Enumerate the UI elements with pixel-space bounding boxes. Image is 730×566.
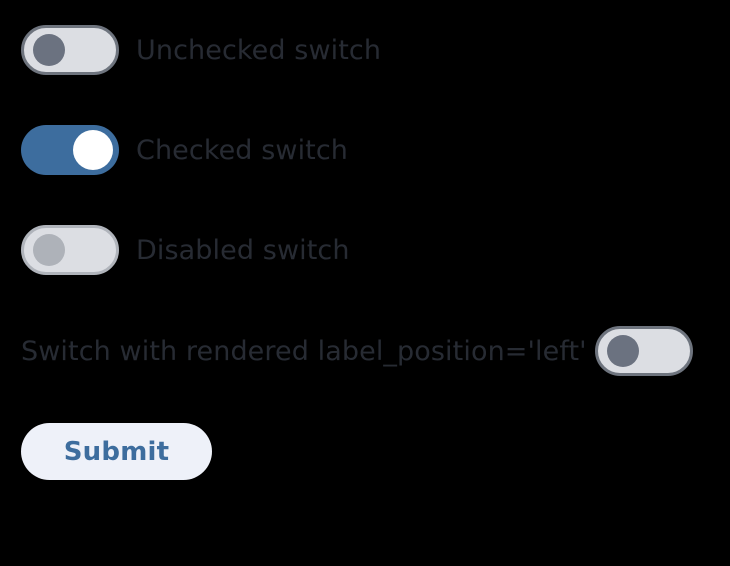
disabled-switch-label: Disabled switch — [136, 234, 350, 266]
switch-row-unchecked: Unchecked switch — [21, 25, 381, 75]
checked-switch-label: Checked switch — [136, 134, 349, 166]
switch-knob-icon — [73, 130, 113, 170]
switch-knob-icon — [606, 335, 639, 367]
left-label-switch-label: Switch with rendered label_position='lef… — [21, 335, 587, 367]
checked-switch[interactable] — [21, 125, 119, 175]
submit-button[interactable]: Submit — [21, 423, 212, 480]
switch-row-checked: Checked switch — [21, 125, 348, 175]
submit-button-wrapper: Submit — [21, 423, 212, 480]
unchecked-switch[interactable] — [21, 25, 119, 75]
switch-knob-icon — [33, 234, 65, 266]
left-label-switch[interactable] — [594, 326, 693, 376]
switch-row-disabled: Disabled switch — [21, 225, 350, 275]
unchecked-switch-label: Unchecked switch — [136, 34, 382, 66]
switch-knob-icon — [33, 34, 65, 66]
disabled-switch — [21, 225, 119, 275]
switch-row-left-label: Switch with rendered label_position='lef… — [21, 326, 709, 376]
